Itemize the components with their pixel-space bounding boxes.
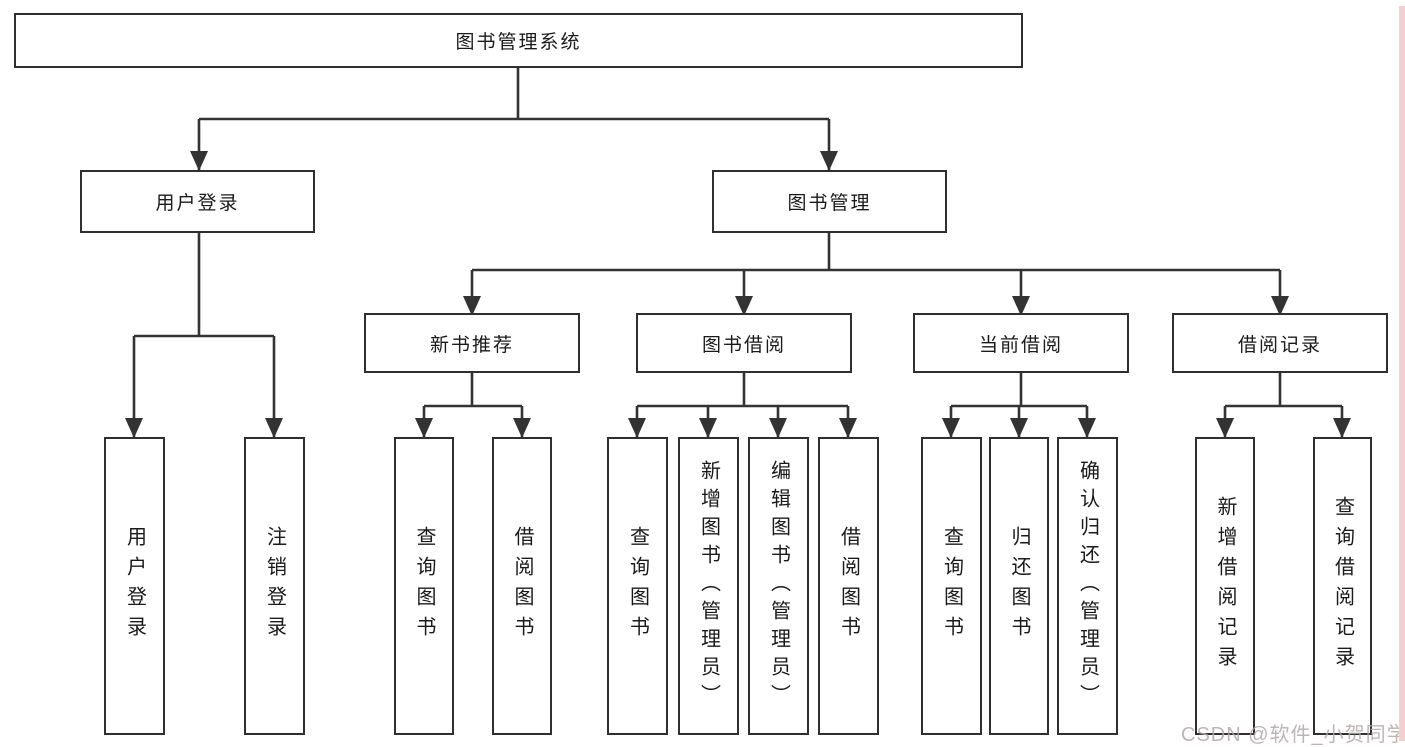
leaf-logout: 注销登录 bbox=[244, 437, 305, 735]
leaf-edit-book-admin-label: 编辑图书（管理员） bbox=[767, 460, 790, 712]
leaf-query-book-current: 查询图书 bbox=[921, 437, 982, 735]
leaf-query-book-borrow-label: 查询图书 bbox=[626, 526, 649, 646]
leaf-borrow-book-label: 借阅图书 bbox=[837, 526, 860, 646]
node-borrow-record: 借阅记录 bbox=[1172, 313, 1388, 373]
leaf-query-borrow-record-label: 查询借阅记录 bbox=[1331, 496, 1354, 676]
csdn-watermark: CSDN @软件_小贺同学 bbox=[1181, 724, 1405, 746]
leaf-borrow-book-newrec-label: 借阅图书 bbox=[511, 526, 533, 646]
node-root-library-system: 图书管理系统 bbox=[14, 13, 1023, 68]
leaf-return-book-label: 归还图书 bbox=[1008, 526, 1030, 646]
leaf-add-book-admin: 新增图书（管理员） bbox=[678, 437, 739, 735]
leaf-user-login: 用户登录 bbox=[104, 437, 165, 735]
node-new-book-recommend: 新书推荐 bbox=[364, 313, 580, 373]
leaf-user-login-label: 用户登录 bbox=[123, 526, 146, 646]
node-book-management: 图书管理 bbox=[712, 170, 947, 233]
leaf-add-borrow-record-label: 新增借阅记录 bbox=[1214, 496, 1236, 676]
leaf-add-book-admin-label: 新增图书（管理员） bbox=[697, 460, 720, 712]
leaf-add-borrow-record: 新增借阅记录 bbox=[1195, 437, 1255, 735]
leaf-query-book-borrow: 查询图书 bbox=[607, 437, 668, 735]
leaf-confirm-return-admin-label: 确认归还（管理员） bbox=[1076, 460, 1099, 712]
leaf-return-book: 归还图书 bbox=[989, 437, 1049, 735]
leaf-query-book-newrec-label: 查询图书 bbox=[413, 526, 435, 646]
node-book-borrow: 图书借阅 bbox=[636, 313, 852, 373]
leaf-query-book-newrec: 查询图书 bbox=[394, 437, 454, 735]
leaf-borrow-book-newrec: 借阅图书 bbox=[492, 437, 552, 735]
right-edge-pink-strip bbox=[1399, 6, 1405, 741]
leaf-logout-label: 注销登录 bbox=[263, 526, 286, 646]
node-current-borrow: 当前借阅 bbox=[913, 313, 1129, 373]
leaf-confirm-return-admin: 确认归还（管理员） bbox=[1057, 437, 1118, 735]
leaf-query-borrow-record: 查询借阅记录 bbox=[1313, 437, 1372, 735]
node-user-login: 用户登录 bbox=[80, 170, 315, 233]
leaf-edit-book-admin: 编辑图书（管理员） bbox=[748, 437, 809, 735]
leaf-query-book-current-label: 查询图书 bbox=[940, 526, 963, 646]
leaf-borrow-book: 借阅图书 bbox=[818, 437, 879, 735]
